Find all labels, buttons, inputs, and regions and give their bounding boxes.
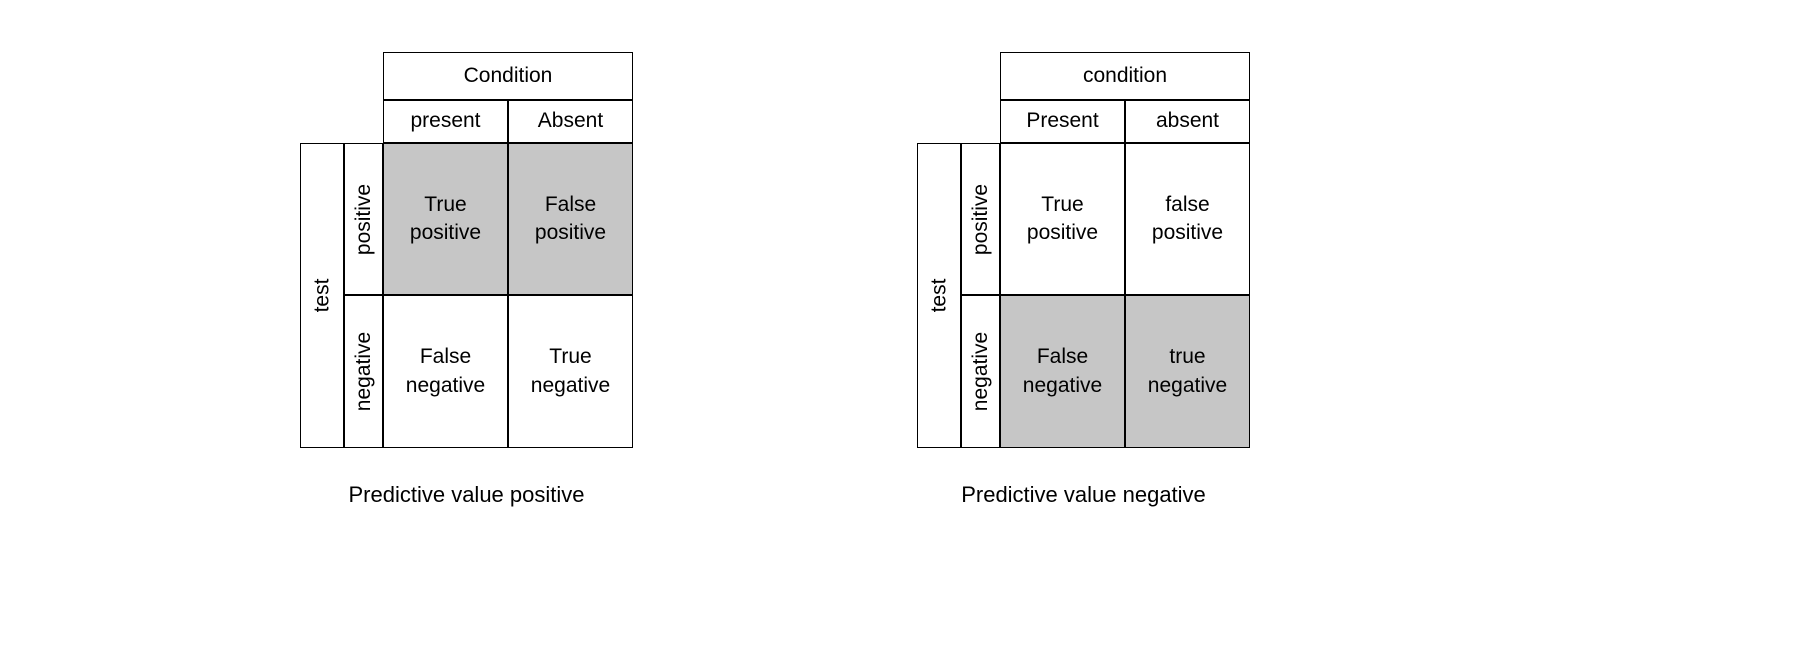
row-header-negative-label: negative [352, 331, 375, 412]
column-group-header: condition [1000, 52, 1250, 100]
figure-caption: Predictive value positive [348, 482, 585, 507]
cell-false-negative: False negative [1000, 295, 1125, 448]
row-group-header: test [917, 143, 961, 448]
column-header-absent: Absent [508, 100, 633, 143]
column-group-header: Condition [383, 52, 633, 100]
figure-caption: Predictive value negative [961, 482, 1206, 507]
row-group-header: test [300, 143, 344, 448]
contingency-table: condition Present absent test positive n… [917, 52, 1250, 448]
row-header-negative: negative [961, 295, 1000, 448]
figure-predictive-value-negative: condition Present absent test positive n… [917, 52, 1250, 507]
row-header-positive-label: positive [352, 183, 376, 255]
cell-true-positive: True positive [1000, 143, 1125, 295]
cell-false-negative: False negative [383, 295, 508, 448]
row-group-header-label: test [927, 278, 951, 313]
column-header-present: Present [1000, 100, 1125, 143]
figure-predictive-value-positive: Condition present Absent test positive n… [300, 52, 633, 507]
column-header-present: present [383, 100, 508, 143]
cell-true-negative: true negative [1125, 295, 1250, 448]
cell-false-positive: false positive [1125, 143, 1250, 295]
row-header-negative: negative [344, 295, 383, 448]
row-header-positive-label: positive [969, 183, 993, 255]
cell-false-positive: False positive [508, 143, 633, 295]
contingency-table: Condition present Absent test positive n… [300, 52, 633, 448]
column-header-absent: absent [1125, 100, 1250, 143]
cell-true-negative: True negative [508, 295, 633, 448]
cell-true-positive: True positive [383, 143, 508, 295]
row-header-positive: positive [961, 143, 1000, 295]
row-header-positive: positive [344, 143, 383, 295]
row-header-negative-label: negative [969, 331, 992, 412]
row-group-header-label: test [310, 278, 334, 313]
